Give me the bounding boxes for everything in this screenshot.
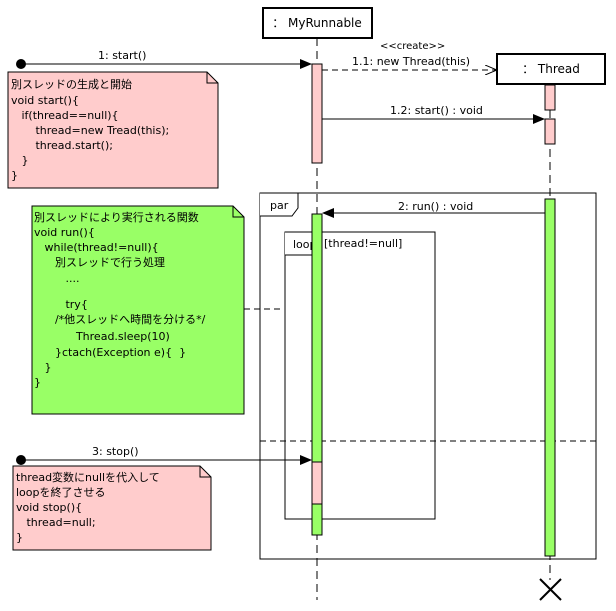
note-start-line: 別スレッドの生成と開始 <box>11 77 132 91</box>
note-start-line: void start(){ <box>11 94 79 107</box>
note-start-line: } <box>11 154 29 167</box>
lifeline-myrunnable-label: ： MyRunnable <box>272 16 362 30</box>
destroy-icon <box>539 578 562 601</box>
message-new-thread-label: 1.1: new Thread(this) <box>352 55 470 68</box>
note-start-line: thread=new Tread(this); <box>11 124 169 137</box>
note-stop-line: } <box>16 531 23 544</box>
note-run-line: /*他スレッドへ時間を分ける*/ <box>34 313 206 326</box>
loop-label: loop <box>293 238 317 251</box>
activation-runnable-run <box>311 213 323 463</box>
note-start-line: if(thread==null){ <box>11 109 119 122</box>
note-stop-line: thread変数にnullを代入して <box>16 470 160 484</box>
activation-runnable-run-end <box>311 503 323 536</box>
message-new-thread: 1.1: new Thread(this) <<create>> <box>322 41 496 70</box>
note-stop-line: thread=null; <box>16 516 96 529</box>
message-thread-start-label: 1.2: start() : void <box>390 104 483 117</box>
message-run: 2: run() : void <box>322 200 545 218</box>
note-run-line: } <box>34 376 41 389</box>
note-run: 別スレッドにより実行される関数 void run(){ while(thread… <box>31 205 245 415</box>
note-stop-line: loopを終了させる <box>16 485 106 499</box>
note-start: 別スレッドの生成と開始 void start(){ if(thread==nul… <box>7 71 219 189</box>
note-run-line: }ctach(Exception e){ } <box>34 346 186 359</box>
message-thread-start: 1.2: start() : void <box>322 104 545 124</box>
note-stop: thread変数にnullを代入して loopを終了させる void stop(… <box>12 465 212 551</box>
activation-thread-start <box>544 118 556 145</box>
note-run-line: void run(){ <box>34 226 95 239</box>
message-start-label: 1: start() <box>98 49 146 62</box>
loop-fragment: loop [thread!=null] <box>284 231 436 520</box>
activation-runnable-stop <box>311 461 323 505</box>
message-stop: 3: stop() <box>16 445 312 465</box>
message-start: 1: start() <box>16 49 312 69</box>
note-run-line: .... <box>34 272 79 285</box>
note-run-line: Thread.sleep(10) <box>34 330 170 343</box>
par-label: par <box>270 199 289 212</box>
message-run-label: 2: run() : void <box>398 200 473 213</box>
create-stereotype: <<create>> <box>380 41 445 52</box>
activation-thread-run <box>544 198 556 557</box>
activation-thread-create <box>544 84 556 111</box>
note-run-line: 別スレッドにより実行される関数 <box>34 210 199 224</box>
lifeline-thread-label: ： Thread <box>522 62 580 76</box>
note-run-line: try{ <box>34 298 88 311</box>
note-start-line: thread.start(); <box>11 139 113 152</box>
note-run-line: 別スレッドで行う処理 <box>34 256 165 269</box>
activation-runnable-start <box>311 63 323 164</box>
message-stop-label: 3: stop() <box>92 445 139 458</box>
note-stop-line: void stop(){ <box>16 501 82 514</box>
note-run-line: while(thread!=null){ <box>34 241 159 254</box>
loop-guard: [thread!=null] <box>324 237 402 250</box>
note-start-line: } <box>11 169 18 182</box>
note-run-line: } <box>34 361 52 374</box>
